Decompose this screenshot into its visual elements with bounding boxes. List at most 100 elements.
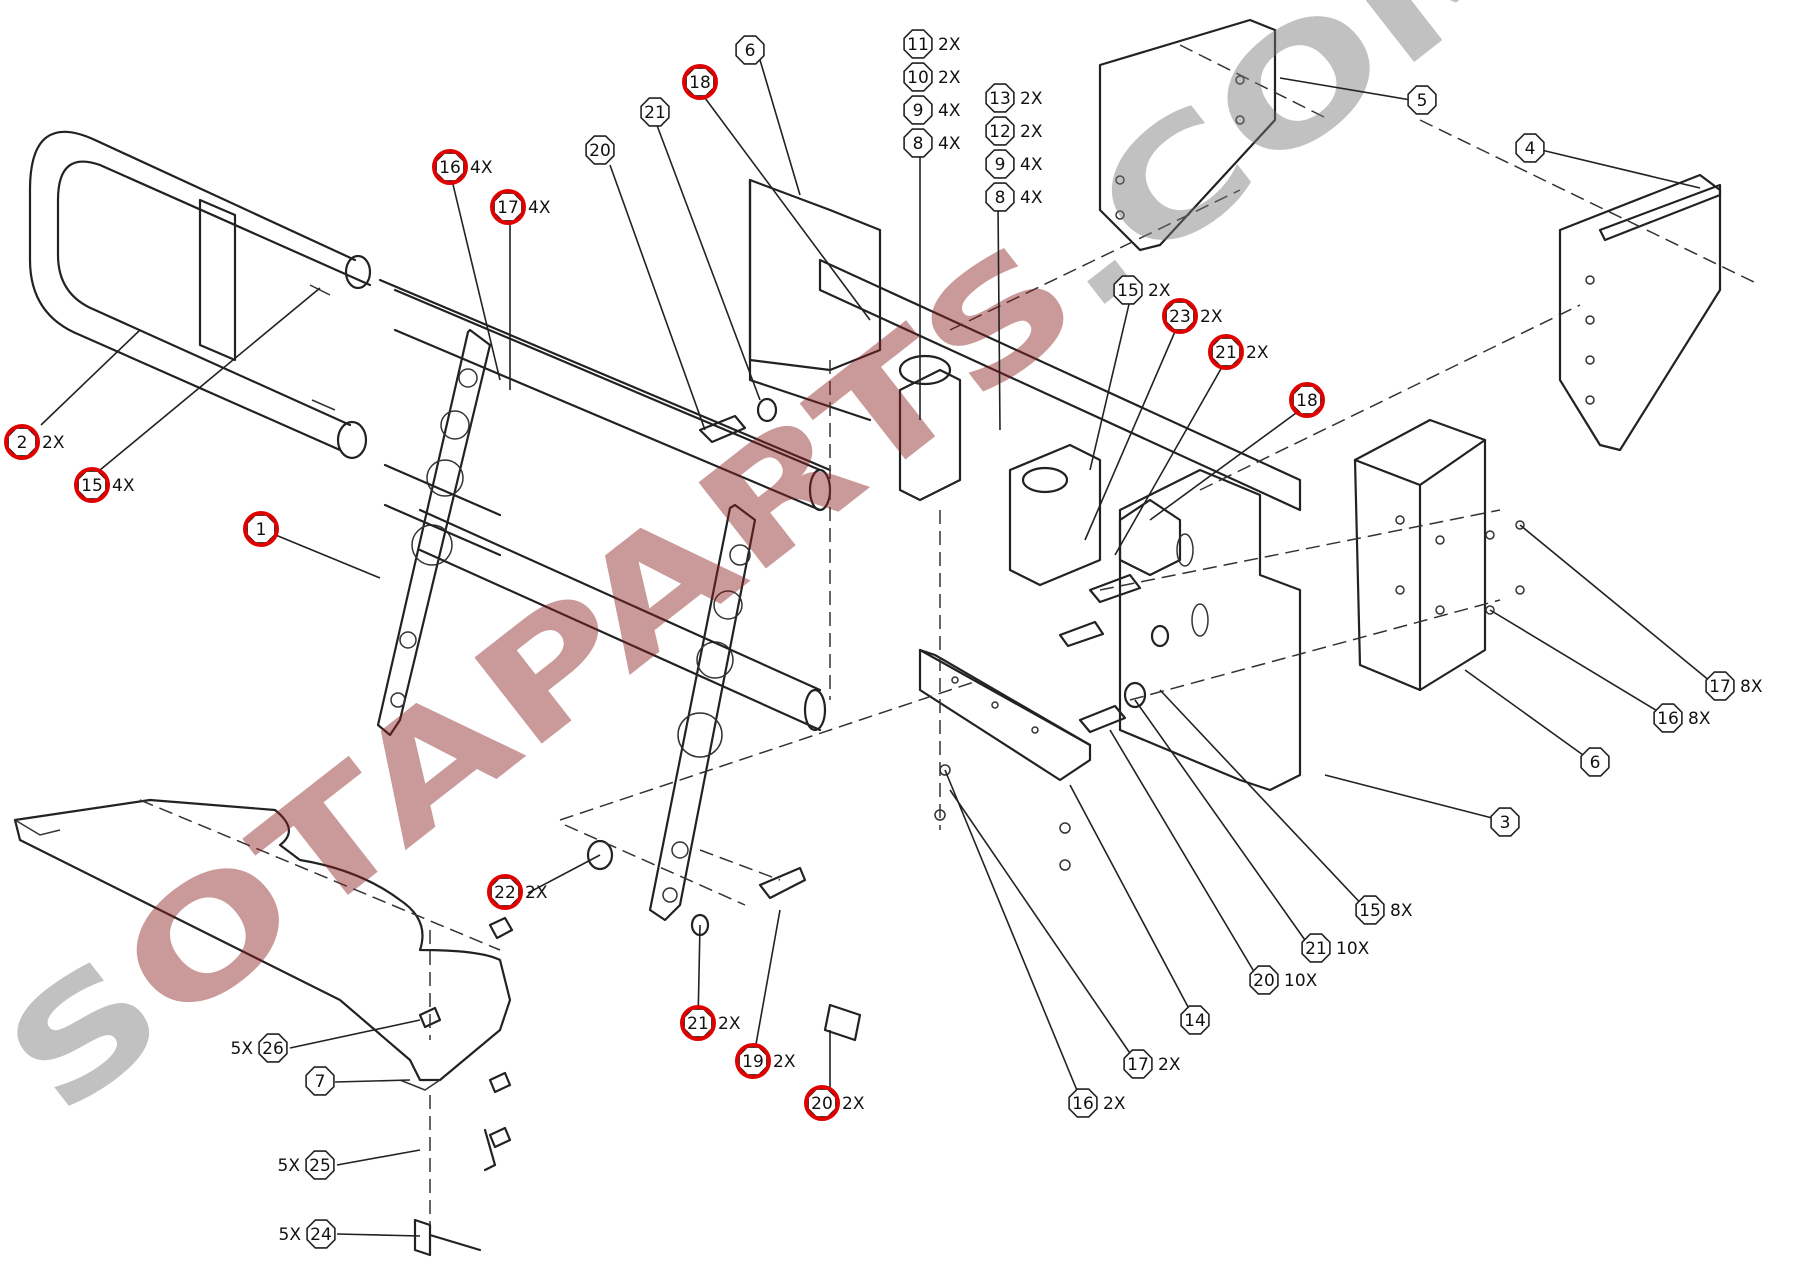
callout-number: 7	[315, 1072, 326, 1092]
callout-17: 17 4X	[490, 189, 551, 225]
highlight-ring	[432, 149, 468, 185]
highlight-ring	[680, 1005, 716, 1041]
callout-quantity: 8X	[1390, 901, 1413, 921]
callout-6: 6	[735, 35, 765, 65]
callout-number: 19	[742, 1052, 764, 1072]
side-plate-upper-part	[1098, 18, 1277, 252]
callout-quantity: 2X	[1246, 343, 1269, 363]
callout-octagon	[640, 97, 670, 127]
callout-15: 15 8X	[1355, 895, 1413, 925]
callout-quantity: 5X	[231, 1039, 254, 1059]
callout-number: 23	[1169, 307, 1191, 327]
leader-lines	[40, 59, 1717, 1237]
callout-14: 14	[1180, 1005, 1210, 1035]
callout-1: 1	[243, 511, 279, 547]
callout-number: 25	[309, 1156, 331, 1176]
callout-number: 12	[989, 122, 1011, 142]
callout-quantity: 2X	[525, 883, 548, 903]
callout-number: 22	[494, 883, 516, 903]
callout-octagon	[1068, 1088, 1098, 1118]
box-bracket-part	[1353, 418, 1487, 692]
grab-handle-part	[28, 130, 372, 460]
highlight-ring	[1289, 382, 1325, 418]
callout-number: 26	[262, 1039, 284, 1059]
callout-quantity: 4X	[470, 158, 493, 178]
callout-octagon	[985, 182, 1015, 212]
callout-number: 20	[1253, 971, 1275, 991]
callout-number: 17	[1127, 1055, 1149, 1075]
callout-octagon	[1113, 275, 1143, 305]
callout-number: 11	[907, 35, 929, 55]
callout-quantity: 4X	[938, 101, 961, 121]
callout-17: 17 2X	[1123, 1049, 1181, 1079]
highlight-ring	[74, 467, 110, 503]
callout-quantity: 4X	[1020, 188, 1043, 208]
hardware-parts	[413, 397, 1525, 1257]
callout-octagon	[1301, 933, 1331, 963]
callout-quantity: 5X	[278, 1156, 301, 1176]
callout-number: 18	[1296, 391, 1318, 411]
callout-number: 13	[989, 89, 1011, 109]
callout-24: 24 5X	[279, 1219, 336, 1249]
callout-number: 17	[497, 198, 519, 218]
callout-21: 21	[640, 97, 670, 127]
callout-number: 14	[1184, 1011, 1206, 1031]
callout-quantity: 2X	[1148, 281, 1171, 301]
callout-quantity: 2X	[1158, 1055, 1181, 1075]
callout-quantity: 4X	[528, 198, 551, 218]
callout-octagon	[985, 149, 1015, 179]
callout-number: 20	[589, 141, 611, 161]
callout-octagon	[1515, 133, 1545, 163]
callout-quantity: 2X	[938, 68, 961, 88]
highlight-ring	[4, 424, 40, 460]
callout-octagon	[1653, 703, 1683, 733]
callout-number: 2	[17, 433, 28, 453]
callout-quantity: 5X	[279, 1225, 302, 1245]
callout-number: 8	[913, 134, 924, 154]
callout-octagon	[258, 1033, 288, 1063]
callout-number: 18	[689, 73, 711, 93]
callout-number: 24	[310, 1225, 332, 1245]
callout-6: 6	[1580, 747, 1610, 777]
highlight-ring	[682, 64, 718, 100]
callout-number: 15	[1359, 901, 1381, 921]
callout-20: 20 10X	[1249, 965, 1318, 995]
callout-9: 9 4X	[985, 149, 1043, 179]
callout-7: 7	[305, 1066, 335, 1096]
callout-25: 25 5X	[278, 1150, 335, 1180]
skid-plate-part	[13, 798, 512, 1091]
center-bar-part	[748, 178, 1302, 587]
callout-quantity: 4X	[112, 476, 135, 496]
callout-number: 15	[1117, 281, 1139, 301]
callout-number: 20	[811, 1094, 833, 1114]
callout-22: 22 2X	[487, 874, 548, 910]
callout-number: 5	[1417, 91, 1428, 111]
callout-18: 18	[682, 64, 718, 100]
callout-number: 9	[913, 101, 924, 121]
callout-26: 26 5X	[231, 1033, 288, 1063]
callout-number: 21	[1305, 939, 1327, 959]
callout-quantity: 10X	[1284, 971, 1318, 991]
callout-quantity: 2X	[773, 1052, 796, 1072]
mounting-plate-part	[1118, 468, 1302, 792]
callout-octagon	[735, 35, 765, 65]
callout-octagon	[903, 95, 933, 125]
angle-bracket-part	[918, 648, 1092, 782]
callout-number: 9	[995, 155, 1006, 175]
callout-3: 3	[1490, 807, 1520, 837]
callout-number: 17	[1709, 677, 1731, 697]
callout-19: 19 2X	[735, 1043, 796, 1079]
callout-18: 18	[1289, 382, 1325, 418]
highlight-ring	[490, 189, 526, 225]
callout-quantity: 4X	[1020, 155, 1043, 175]
callout-octagon	[585, 135, 615, 165]
callout-4: 4	[1515, 133, 1545, 163]
